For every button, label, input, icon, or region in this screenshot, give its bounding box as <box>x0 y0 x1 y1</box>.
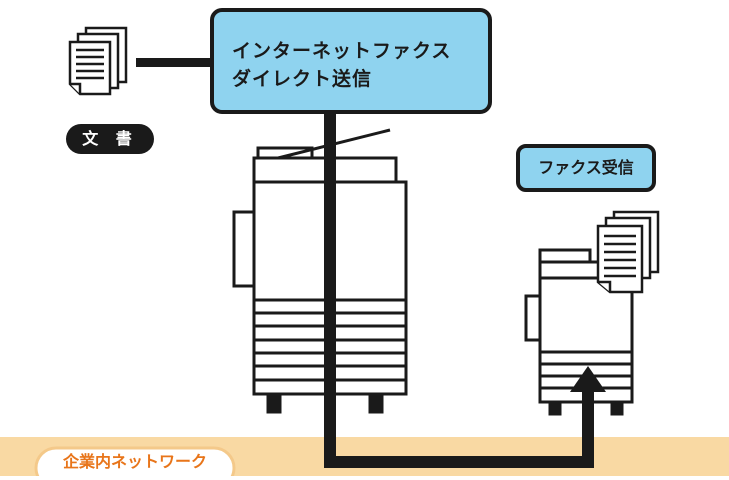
document-connector <box>136 58 216 67</box>
document-label-pill <box>66 124 154 154</box>
network-label-pill <box>34 446 236 480</box>
receive-box <box>516 144 656 192</box>
arrow-up-icon <box>570 366 606 392</box>
send-box-title-line2: ダイレクト送信 <box>232 68 373 90</box>
send-box-title-line1: インターネットファクス <box>232 40 452 62</box>
receive-box-label: ファクス受信 <box>538 158 634 177</box>
document-stack-icon <box>68 26 128 96</box>
received-document-icon <box>596 210 660 294</box>
send-box <box>210 8 492 114</box>
network-label: 企業内ネットワーク <box>62 452 207 471</box>
document-label: 文 書 <box>82 129 138 148</box>
mfp-printer-icon <box>232 128 408 414</box>
